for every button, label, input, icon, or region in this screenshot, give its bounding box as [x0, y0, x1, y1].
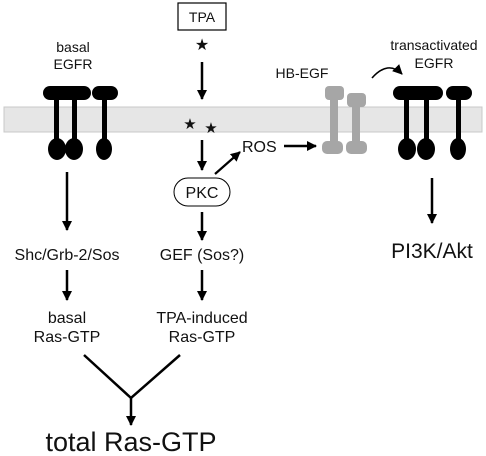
pkc-to-ros-arrow — [214, 151, 241, 175]
tpa-star-icon: ★ — [195, 37, 209, 54]
total-ras-gtp-label: total Ras-GTP — [45, 427, 216, 456]
shc-grb2-sos-label: Shc/Grb-2/Sos — [15, 247, 120, 264]
convergence-lines — [83, 354, 181, 400]
hb-egf-ligand-icon — [322, 86, 367, 154]
basal-egfr-receptor-icon — [43, 86, 118, 160]
pkc-label: PKC — [186, 185, 219, 202]
basal-egfr-label: basal — [56, 39, 89, 55]
cell-membrane — [3, 106, 483, 133]
ros-label: ROS — [242, 139, 277, 156]
pi3k-akt-label: PI3K/Akt — [391, 240, 473, 263]
transactivated-egfr-receptor-icon — [393, 86, 472, 160]
gef-sos-label: GEF (Sos?) — [160, 247, 244, 264]
basal-ras-gtp-label: basal — [48, 310, 86, 327]
tpa-box — [177, 2, 227, 31]
membrane-star-icon: ★ — [204, 120, 217, 137]
tpa-induced-ras-gtp-label: TPA-induced — [156, 310, 247, 327]
pkc-node — [173, 177, 231, 207]
hb-egf-to-egfr-arrow — [371, 64, 403, 79]
tpa-label: TPA — [189, 9, 216, 25]
tpa-induced-ras-gtp-label: Ras-GTP — [169, 329, 236, 346]
transactivated-egfr-label: EGFR — [415, 55, 454, 71]
basal-egfr-label: EGFR — [54, 56, 93, 72]
basal-ras-gtp-label: Ras-GTP — [34, 329, 101, 346]
hb-egf-label: HB-EGF — [276, 65, 329, 81]
membrane-star-icon: ★ — [183, 116, 196, 133]
transactivated-egfr-label: transactivated — [390, 37, 477, 53]
